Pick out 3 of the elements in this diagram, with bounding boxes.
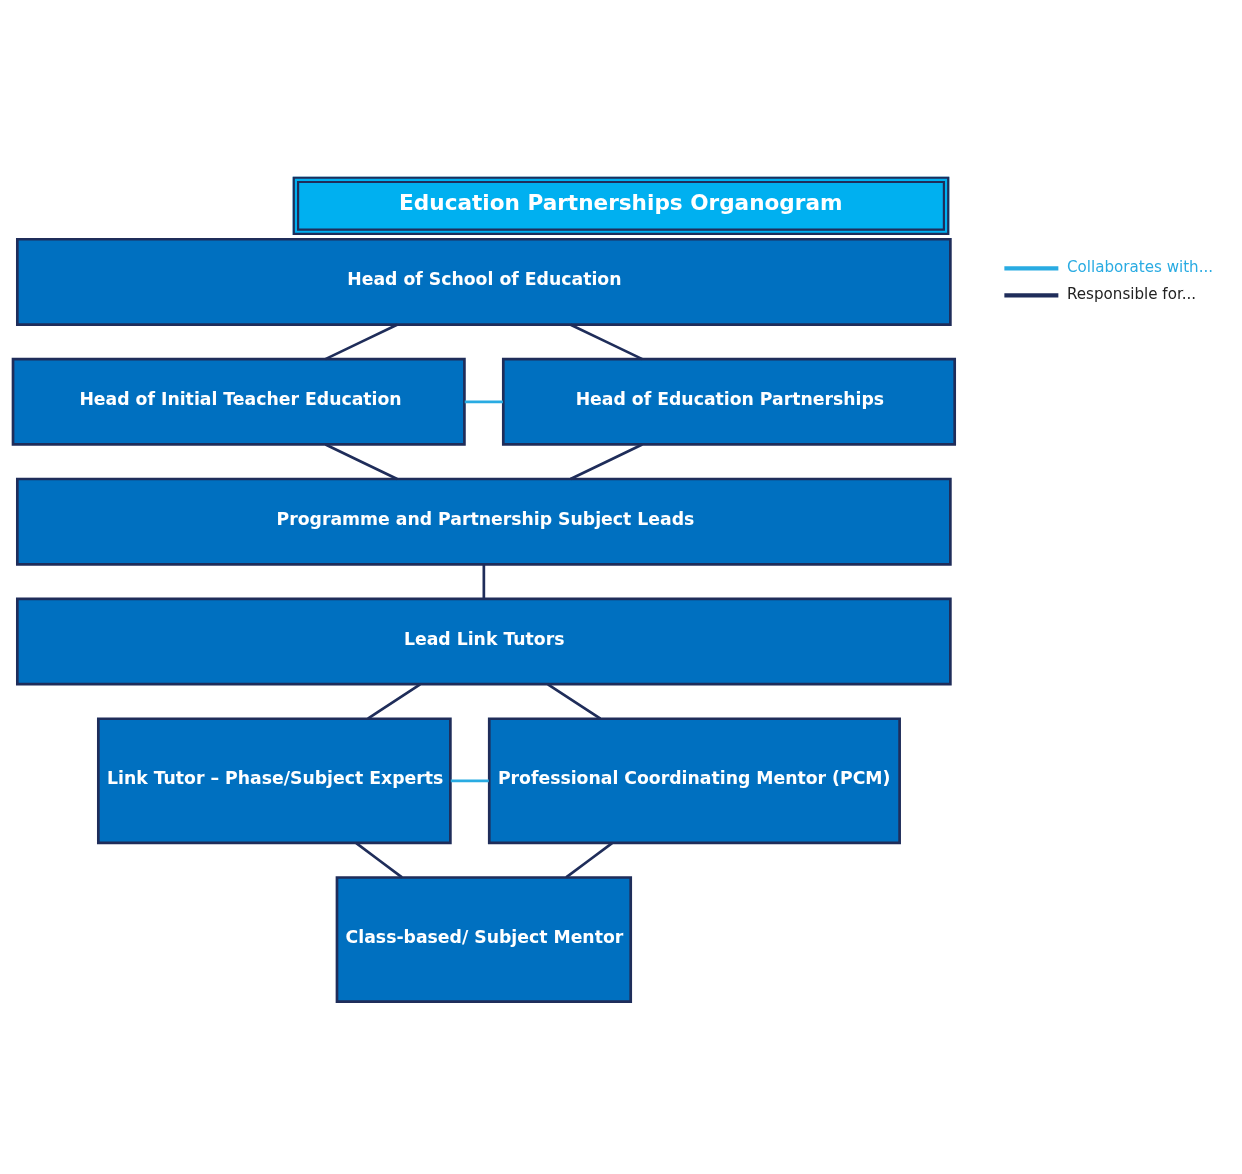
diagram-title: Education Partnerships Organogram — [399, 190, 843, 216]
legend-label: Responsible for... — [1067, 285, 1197, 304]
legend-label: Collaborates with... — [1067, 258, 1214, 277]
